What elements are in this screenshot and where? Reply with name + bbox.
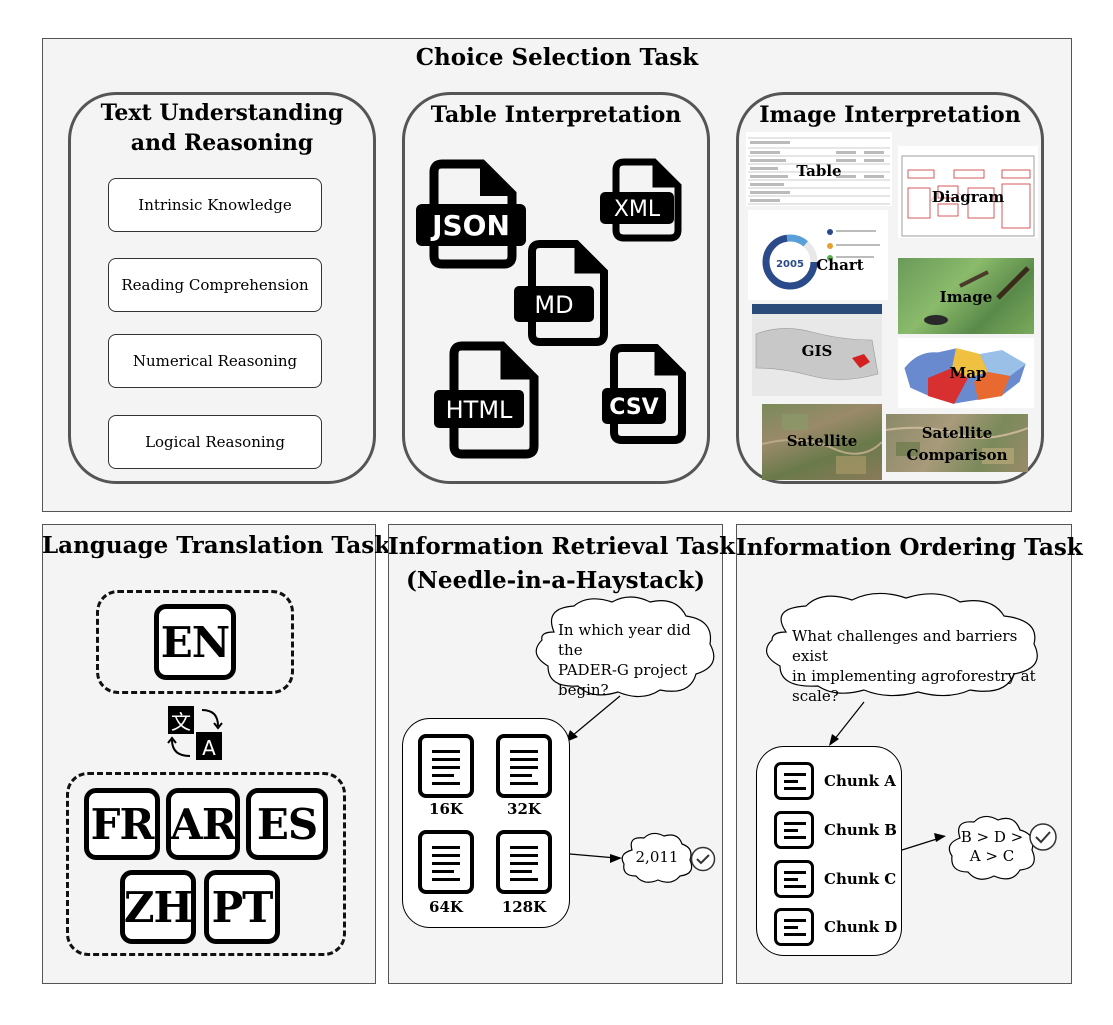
- ordering-answer-line2: A > C: [969, 847, 1015, 865]
- ordering-answer-cloud: [948, 815, 1035, 880]
- svg-text:XML: XML: [614, 197, 661, 222]
- image-thumbnail: [924, 266, 1030, 325]
- tile-gis-label: GIS: [801, 342, 833, 360]
- choice-selection-title: Choice Selection Task: [415, 44, 699, 71]
- svg-text:文: 文: [171, 710, 191, 734]
- csv-file-icon: CSV: [602, 344, 686, 444]
- skill-intrinsic-knowledge: Intrinsic Knowledge: [108, 178, 322, 232]
- html-file-icon: HTML: [434, 341, 539, 459]
- answer-cloud: [621, 832, 693, 883]
- chunk-b-icon: [774, 811, 814, 849]
- ordering-question-line1: What challenges and barriers exist: [792, 627, 1018, 665]
- ordering-question-cloud: [765, 592, 1038, 697]
- ordering-arrows: [829, 701, 946, 851]
- tile-diagram-label: Diagram: [931, 188, 1005, 206]
- table-thumbnail: [748, 137, 890, 205]
- language-translation-title: Language Translation Task: [42, 532, 391, 559]
- chunk-b-label: Chunk B: [824, 821, 897, 839]
- tile-gis: GIS: [752, 304, 882, 396]
- chart-thumbnail: 2005: [762, 229, 880, 290]
- tile-image: Image: [898, 258, 1034, 334]
- lang-en: EN: [154, 604, 236, 680]
- tile-satellite-label: Satellite: [786, 432, 858, 450]
- svg-text:HTML: HTML: [446, 396, 513, 424]
- text-understanding-title-line1: Text Understanding: [100, 100, 344, 126]
- table-interpretation-title: Table Interpretation: [430, 102, 682, 128]
- chunk-d-icon: [774, 908, 814, 946]
- retrieval-question-line2: PADER-G project: [558, 661, 688, 679]
- svg-text:A: A: [202, 736, 216, 760]
- svg-text:MD: MD: [534, 291, 573, 319]
- ordering-question-line3: scale?: [792, 687, 839, 705]
- tile-satellite-comparison-label-line2: Comparison: [906, 446, 1008, 464]
- skill-logical-reasoning: Logical Reasoning: [108, 415, 322, 469]
- information-ordering-title: Information Ordering Task: [736, 534, 1083, 561]
- document-icon-32k: [496, 734, 552, 798]
- svg-text:JSON: JSON: [430, 209, 510, 242]
- tile-satellite-comparison-label: Satellite Comparison: [886, 422, 1028, 466]
- tile-chart: 2005 Chart: [748, 210, 888, 300]
- tile-table-label: Table: [796, 162, 842, 180]
- context-label-32k: 32K: [507, 800, 541, 818]
- document-icon-128k: [496, 830, 552, 894]
- tile-satellite-comparison-label-line1: Satellite: [921, 424, 993, 442]
- target-languages-group: [66, 772, 346, 956]
- ordering-answer-line1: B > D >: [960, 828, 1024, 846]
- text-understanding-title: Text Understanding and Reasoning: [68, 98, 376, 158]
- diagram-thumbnail: [901, 155, 1035, 237]
- information-retrieval-title-line2: (Needle-in-a-Haystack): [406, 567, 705, 594]
- satellite-thumbnail: [762, 414, 882, 474]
- tile-satellite-comparison: Satellite Comparison: [886, 414, 1028, 472]
- retrieval-question: In which year did the PADER-G project be…: [558, 620, 708, 700]
- satellite-comparison-thumbnail: [886, 426, 1028, 464]
- document-icon-16k: [418, 734, 474, 798]
- question-cloud: [535, 596, 715, 698]
- skill-numerical-reasoning: Numerical Reasoning: [108, 334, 322, 388]
- json-file-icon: JSON: [416, 159, 526, 269]
- lang-zh: ZH: [120, 870, 196, 944]
- ordering-answer: B > D > A > C: [944, 828, 1040, 866]
- tile-satellite: Satellite: [762, 404, 882, 480]
- md-file-icon: MD: [514, 240, 608, 346]
- ordering-question: What challenges and barriers exist in im…: [792, 626, 1042, 706]
- svg-text:2005: 2005: [776, 259, 804, 270]
- tile-map-label: Map: [949, 364, 987, 382]
- text-understanding-title-line2: and Reasoning: [130, 130, 314, 156]
- skill-reading-comprehension: Reading Comprehension: [108, 258, 322, 312]
- chunk-a-icon: [774, 762, 814, 800]
- tile-map: Map: [898, 338, 1034, 408]
- lang-es: ES: [246, 788, 328, 860]
- xml-file-icon: XML: [600, 158, 682, 242]
- lang-fr: FR: [84, 788, 160, 860]
- translate-icon: 文 A: [167, 706, 223, 760]
- lang-ar: AR: [166, 788, 240, 860]
- map-thumbnail: [903, 347, 1027, 405]
- tile-diagram: Diagram: [898, 146, 1038, 238]
- chunk-d-label: Chunk D: [824, 918, 898, 936]
- document-icon-64k: [418, 830, 474, 894]
- tile-chart-label: Chart: [816, 256, 864, 274]
- tile-table: Table: [746, 132, 892, 206]
- retrieval-question-line3: begin?: [558, 681, 609, 699]
- ordering-question-line2: in implementing agroforestry at: [792, 667, 1036, 685]
- chunk-c-icon: [774, 860, 814, 898]
- context-label-128k: 128K: [501, 898, 547, 916]
- tile-image-label: Image: [939, 288, 993, 306]
- retrieval-answer: 2,011: [635, 848, 679, 866]
- chunk-a-label: Chunk A: [824, 772, 896, 790]
- context-label-16k: 16K: [429, 800, 463, 818]
- file-format-icons: JSON XML MD HTML CSV: [416, 158, 686, 459]
- check-icon-ordering: [1029, 823, 1057, 851]
- lang-pt: PT: [204, 870, 280, 944]
- information-retrieval-title-line1: Information Retrieval Task: [388, 533, 736, 560]
- information-retrieval-title: Information Retrieval Task (Needle-in-a-…: [388, 530, 736, 598]
- source-language-group: [96, 590, 294, 694]
- image-interpretation-title: Image Interpretation: [759, 102, 1021, 128]
- chunk-c-label: Chunk C: [824, 870, 897, 888]
- check-icon-retrieval: [690, 846, 716, 872]
- retrieval-question-line1: In which year did the: [558, 621, 691, 659]
- gis-thumbnail: [752, 304, 882, 380]
- context-label-64k: 64K: [429, 898, 463, 916]
- svg-text:CSV: CSV: [609, 395, 658, 420]
